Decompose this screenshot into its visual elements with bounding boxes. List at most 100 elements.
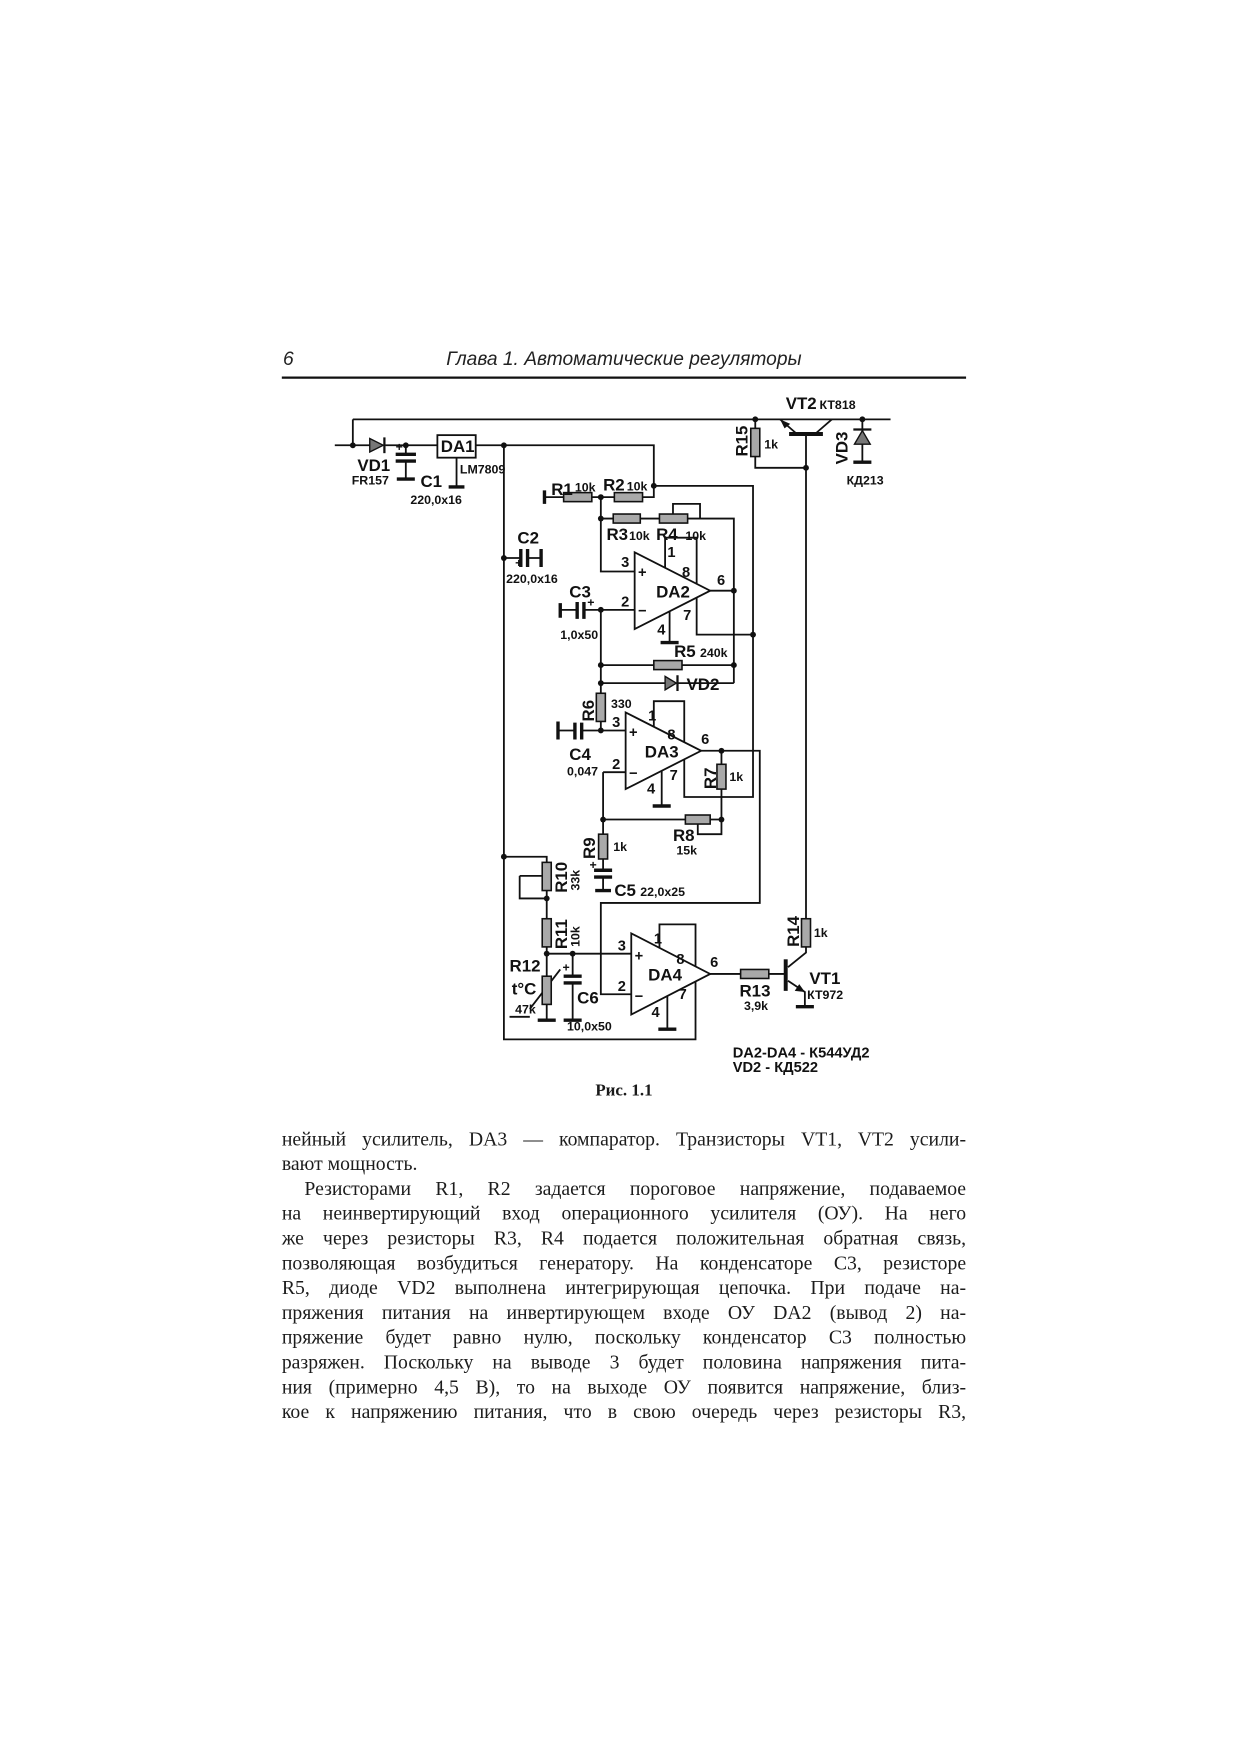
schematic-label: +: [396, 440, 403, 454]
text-line: на неинвертирующий вход операционного ус…: [281, 1201, 967, 1225]
schematic-label: 1k: [814, 926, 828, 940]
schematic-label: VD1: [357, 456, 390, 475]
text-line: пряжения питания на инвертирующем входе …: [281, 1300, 967, 1324]
resistor-r2: [613, 491, 644, 503]
schematic-label: +: [635, 948, 644, 964]
schematic-label: 2: [612, 757, 620, 773]
schematic-label: КД213: [847, 474, 884, 488]
op-amps: [624, 550, 713, 1017]
resistor-r8: [684, 814, 711, 825]
schematic-label: КТ818: [820, 398, 856, 412]
component-notes: DA2-DA4 - К544УД2 VD2 - КД522: [733, 1045, 870, 1076]
text-line: нейный усилитель, DA3 — компаратор. Тран…: [281, 1127, 967, 1150]
schematic-label: VD2: [687, 675, 720, 694]
header-rule: [281, 376, 967, 379]
schematic-label: R7: [701, 767, 720, 789]
schematic-label: R9: [580, 837, 599, 859]
schematic-label: 0,047: [567, 765, 598, 779]
schematic-label: КТ972: [807, 988, 843, 1002]
text-line: R5, диоде VD2 выполнена интегрирующая це…: [281, 1276, 967, 1299]
schematic-label: +: [563, 961, 570, 975]
schematic-label: VD2 - КД522: [733, 1060, 818, 1076]
schematic-label: C4: [569, 745, 591, 764]
schematic-label: R2: [603, 475, 625, 494]
schematic-label: −: [629, 766, 638, 782]
schematic-label: 22,0x25: [640, 885, 685, 899]
schematic-label: 7: [670, 768, 678, 784]
running-header-title: Глава 1. Автоматические регуляторы: [446, 348, 802, 370]
text-line: кое к напряжению питания, что в свою оче…: [281, 1400, 967, 1423]
schematic-label: R13: [739, 982, 770, 1001]
resistor-r1: [562, 491, 593, 503]
schematic-label: 1k: [613, 840, 627, 854]
schematic-label: R15: [732, 426, 751, 457]
resistor-r13: [739, 968, 770, 980]
resistor-r6: [595, 692, 607, 723]
schematic-label: VD3: [833, 432, 852, 465]
capacitor-c2: [519, 548, 530, 568]
body-text: нейный усилитель, DA3 — компаратор. Тран…: [282, 1126, 966, 1424]
text-line: позволяющая возбудиться генератору. На к…: [281, 1251, 967, 1274]
schematic-label: 33k: [568, 870, 582, 891]
schematic-label: R12: [510, 957, 541, 976]
opamp-da4: [630, 931, 713, 1017]
text-line: ния (примерно 4,5 В), то на выходе ОУ по…: [281, 1375, 967, 1398]
opamp-da3: [624, 710, 704, 791]
text-line: Резисторами R1, R2 задается пороговое на…: [304, 1176, 967, 1200]
schematic-label: C3: [569, 582, 591, 601]
schematic-label: 1,0x50: [560, 628, 598, 642]
schematic-label: R4: [656, 525, 678, 544]
figure-caption: Рис. 1.1: [595, 1082, 653, 1101]
schematic-label: R11: [552, 919, 571, 949]
text-line: же через резисторы R3, R4 подается полож…: [281, 1226, 967, 1250]
schematic-label: −: [638, 603, 647, 619]
text-line: пряжение будет равно нулю, поскольку кон…: [281, 1325, 967, 1349]
schematic-label: C6: [577, 988, 599, 1007]
diode-vd1: [369, 437, 385, 454]
schematic-label: DA3: [645, 743, 679, 762]
schematic-label: 2: [618, 979, 626, 995]
schematic-label: 47k: [515, 1002, 536, 1016]
schematic-label: 220,0x16: [506, 572, 558, 586]
schematic-label: 1: [654, 932, 662, 948]
schematic-label: R8: [673, 826, 695, 845]
resistor-r4: [658, 513, 689, 524]
schematic-label: 8: [676, 952, 684, 968]
capacitors-diodes: [369, 419, 872, 992]
capacitor-c6: [563, 974, 582, 985]
text-line: разряжен. Поскольку на выводе 3 будет по…: [281, 1350, 967, 1374]
schematic-label: 4: [652, 1005, 661, 1021]
schematic-label: 1: [648, 708, 656, 724]
schematic-label: 7: [683, 608, 691, 624]
schematic-label: 10k: [568, 926, 582, 947]
schematic-label: +: [638, 565, 647, 581]
resistor-r5: [653, 659, 683, 671]
schematic-label: C5: [614, 881, 636, 900]
schematic-label: 6: [717, 573, 725, 589]
schematic-label: 6: [701, 732, 709, 748]
schematic-label: 330: [611, 697, 632, 711]
diode-vd2: [664, 675, 678, 692]
junction-dots: [349, 416, 866, 957]
resistors: [541, 427, 812, 1006]
capacitor-c4: [573, 722, 584, 740]
page-number: 6: [282, 348, 294, 370]
schematic-label: +: [515, 556, 522, 570]
schematic-label: DA2: [656, 582, 690, 601]
schematic-label: 1: [667, 545, 675, 561]
schematic-label: 10,0x50: [567, 1019, 612, 1033]
schematic-label: 10k: [627, 479, 648, 493]
schematic-label: 8: [667, 727, 675, 743]
thermistor-r12: [541, 975, 553, 1006]
schematic-label: +: [587, 595, 594, 609]
schematic-label: R6: [579, 700, 598, 722]
schematic-label: 6: [710, 955, 718, 971]
capacitor-c3: [575, 601, 586, 619]
labels: VT2 КТ818 R15 1k VD3 КД213 VD1 FR157 + C…: [352, 394, 884, 1033]
schematic-label: 10k: [685, 529, 706, 543]
schematic-label: 220,0x16: [410, 493, 462, 507]
schematic-label: 3: [621, 555, 629, 571]
schematic-label: 3: [618, 938, 626, 954]
schematic-label: 3: [612, 715, 620, 731]
